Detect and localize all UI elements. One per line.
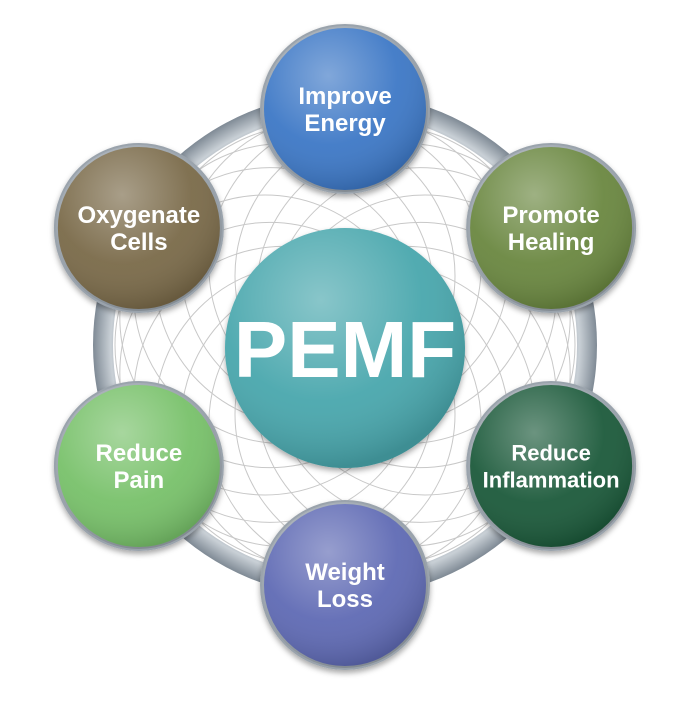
node-shine — [262, 26, 428, 192]
center-label: PEMF — [234, 305, 456, 394]
node-shine — [468, 145, 635, 311]
node-label-line: Energy — [304, 110, 386, 137]
node-label-line: Reduce — [96, 440, 183, 467]
node-shine — [262, 502, 428, 668]
node-label-line: Reduce — [511, 440, 590, 465]
node-label-line: Promote — [502, 202, 599, 229]
node-label-line: Weight — [305, 559, 385, 586]
node-shine — [468, 383, 635, 549]
center-node: PEMF — [225, 228, 465, 468]
node-label-line: Oxygenate — [78, 202, 201, 229]
node-shine — [55, 383, 222, 549]
node-label-line: Loss — [317, 586, 373, 613]
benefit-nodes: ImproveEnergyPromoteHealingReduceInflamm… — [53, 24, 637, 670]
node-label-line: Inflammation — [483, 467, 620, 492]
node-label-line: Healing — [508, 229, 595, 256]
center-circle-shine — [225, 228, 465, 468]
node-shine — [55, 145, 222, 311]
node-label-line: Pain — [114, 467, 165, 494]
node-label-line: Improve — [298, 83, 391, 110]
node-label-line: Cells — [110, 229, 167, 256]
